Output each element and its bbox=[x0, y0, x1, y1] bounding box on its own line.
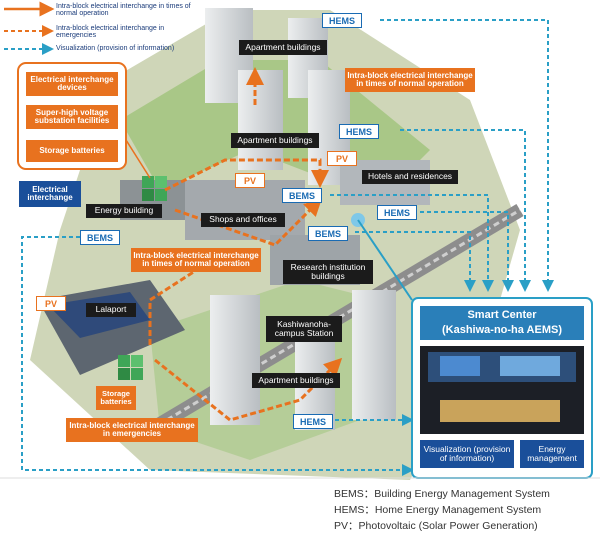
flow-normal-2 bbox=[174, 197, 323, 247]
footer-pv-definition: PV：Photovoltaic (Solar Power Generation) bbox=[334, 520, 538, 532]
hems-tag-4: HEMS bbox=[293, 414, 333, 429]
tower-6 bbox=[352, 290, 396, 420]
footer-hems-definition: HEMS：Home Energy Management System bbox=[334, 504, 542, 516]
vis-line-hems3 bbox=[420, 211, 514, 292]
callout-connector bbox=[125, 139, 151, 179]
flow-normal-1 bbox=[164, 158, 329, 192]
energy-building-label: Energy building bbox=[86, 204, 162, 218]
smart-center-subtitle: (Kashiwa-no-ha AEMS) bbox=[442, 324, 562, 336]
vis-line-bems1 bbox=[330, 194, 494, 292]
hems-tag-3: HEMS bbox=[377, 205, 417, 220]
hems-tag-2: HEMS bbox=[339, 124, 379, 139]
electrical-interchange-label: Electrical interchange bbox=[19, 181, 81, 207]
callout-item-interchange-devices: Electrical interchange devices bbox=[26, 72, 118, 96]
smart-center-energy-label: Energy management bbox=[520, 440, 584, 468]
bems-tag-1: BEMS bbox=[282, 188, 322, 203]
vis-line-bems2 bbox=[355, 231, 476, 292]
tower-3 bbox=[238, 70, 283, 170]
callout-item-substation: Super-high voltage substation facilities bbox=[26, 105, 118, 129]
tower-5 bbox=[210, 295, 260, 425]
normal-operation-label-top: Intra-block electrical interchange in ti… bbox=[345, 68, 475, 92]
control-room-table bbox=[440, 400, 560, 422]
legend-visualization-label: Visualization (provision of information) bbox=[56, 45, 175, 52]
legend-emergency-label: Intra-block electrical interchange in em… bbox=[56, 25, 165, 40]
pv-tag-1: PV bbox=[327, 151, 357, 166]
footer-bems-definition: BEMS：Building Energy Management System bbox=[334, 488, 550, 500]
smart-center-visualization-label: Visualization (provision of information) bbox=[420, 440, 514, 468]
station-label: Kashiwanoha-campus Station bbox=[266, 316, 342, 342]
storage-batteries-label: Storage batteries bbox=[96, 386, 136, 410]
legend-normal-label: Intra-block electrical interchange in ti… bbox=[56, 3, 191, 18]
pv-tag-3: PV bbox=[36, 296, 66, 311]
vis-line-star bbox=[357, 219, 413, 301]
vis-line-hems1 bbox=[380, 19, 554, 292]
shops-offices-label: Shops and offices bbox=[201, 213, 285, 227]
bems-tag-2: BEMS bbox=[308, 226, 348, 241]
vis-line-bems3 bbox=[21, 236, 414, 476]
vis-line-hems2 bbox=[400, 129, 531, 292]
pv-tag-2: PV bbox=[235, 173, 265, 188]
hems-tag-1: HEMS bbox=[322, 13, 362, 28]
apartment-label-mid: Apartment buildings bbox=[231, 133, 319, 148]
research-label: Research institution buildings bbox=[283, 260, 373, 284]
battery-cubes-bottom bbox=[118, 355, 143, 380]
smart-center-title: Smart Center bbox=[467, 309, 537, 321]
smart-center-header bbox=[420, 306, 584, 340]
callout-item-storage: Storage batteries bbox=[26, 140, 118, 162]
normal-operation-label-mid: Intra-block electrical interchange in ti… bbox=[131, 248, 261, 272]
lalaport-label: Lalaport bbox=[86, 303, 136, 317]
emergency-label: Intra-block electrical interchange in em… bbox=[66, 418, 198, 442]
bems-tag-3: BEMS bbox=[80, 230, 120, 245]
apartment-label-bottom: Apartment buildings bbox=[252, 373, 340, 388]
flow-emergency-2 bbox=[154, 357, 343, 422]
battery-cubes-top bbox=[142, 176, 167, 201]
control-room-screen-3 bbox=[500, 356, 560, 376]
hotels-label: Hotels and residences bbox=[362, 170, 458, 184]
control-room-screen-2 bbox=[440, 356, 480, 376]
apartment-label-top: Apartment buildings bbox=[239, 40, 327, 55]
